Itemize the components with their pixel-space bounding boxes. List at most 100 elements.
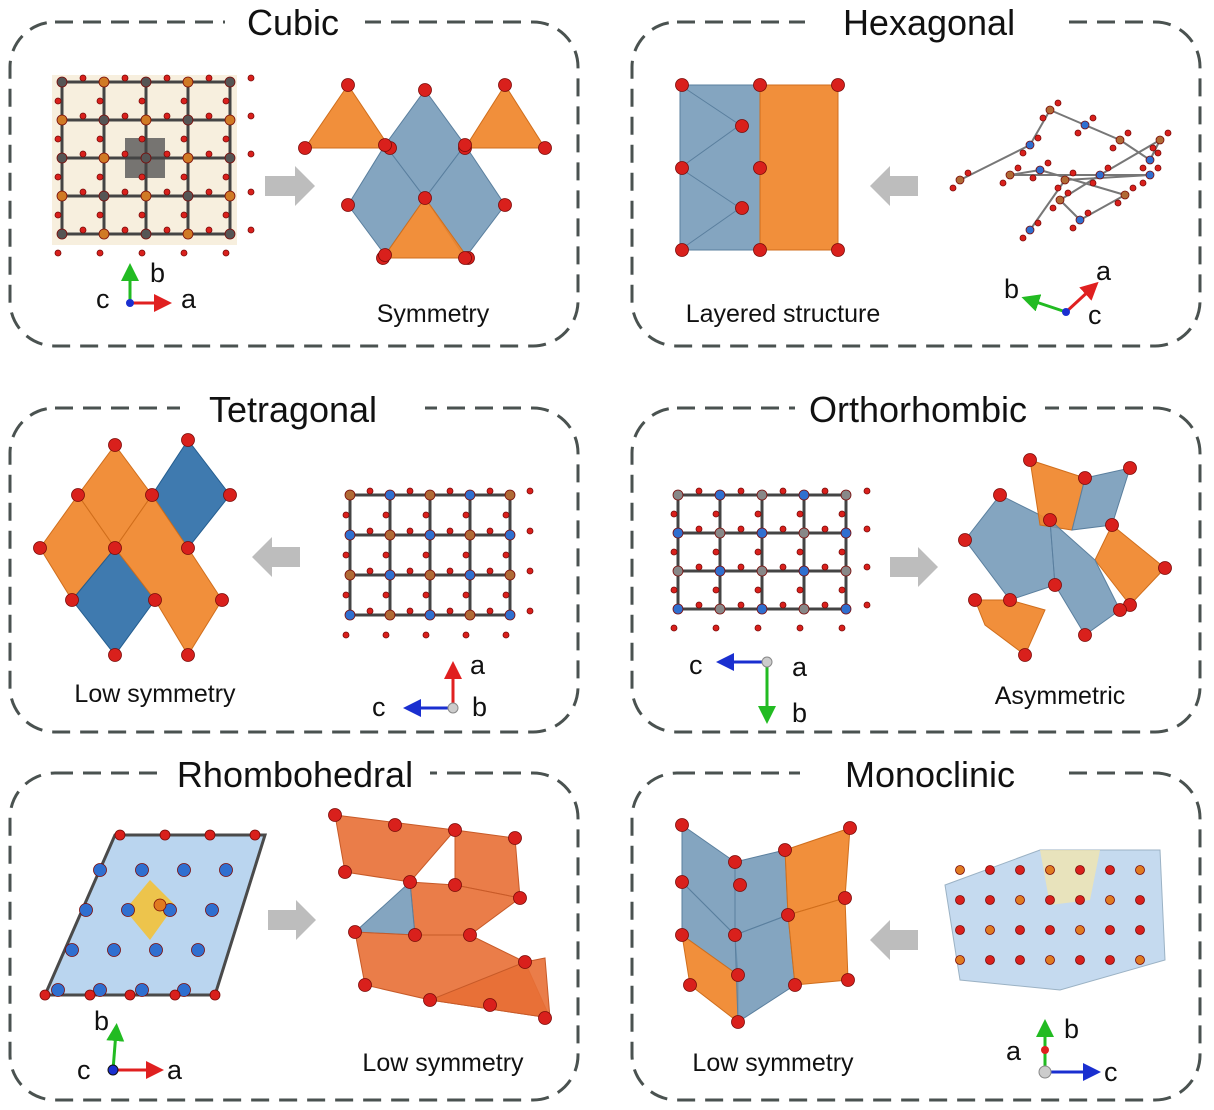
- atom: [728, 855, 742, 869]
- atom: [182, 114, 194, 126]
- atom: [138, 249, 146, 257]
- atom: [796, 586, 804, 594]
- atom: [96, 211, 104, 219]
- atom: [1154, 164, 1162, 172]
- atom: [863, 487, 871, 495]
- hexagonal-network-structure: [949, 99, 1172, 242]
- atom: [140, 152, 152, 164]
- atom: [163, 188, 171, 196]
- atom: [728, 928, 742, 942]
- atom: [180, 135, 188, 143]
- atom: [328, 808, 342, 822]
- atom: [108, 541, 122, 555]
- atom: [753, 243, 767, 257]
- atom: [1069, 169, 1077, 177]
- atom: [841, 973, 855, 987]
- atom: [446, 607, 454, 615]
- atom: [1075, 865, 1085, 875]
- atom: [406, 487, 414, 495]
- atom: [224, 76, 236, 88]
- atom: [342, 511, 350, 519]
- atom: [181, 433, 195, 447]
- atom: [1034, 134, 1042, 142]
- atom: [672, 527, 684, 539]
- atom: [446, 487, 454, 495]
- atom: [219, 863, 233, 877]
- hexagonal-layered-structure: [675, 78, 845, 257]
- atom: [79, 150, 87, 158]
- atom: [1105, 925, 1115, 935]
- axis-label-c: c: [1088, 300, 1102, 330]
- atom: [1145, 155, 1155, 165]
- atom: [840, 565, 852, 577]
- atom: [1045, 895, 1055, 905]
- atom: [71, 488, 85, 502]
- atom: [1080, 120, 1090, 130]
- atom: [163, 74, 171, 82]
- orthorhombic-lattice-structure: [670, 487, 871, 632]
- atom: [406, 607, 414, 615]
- panel-cubic: Cubic b a c Symmetry: [8, 2, 580, 348]
- atom: [1158, 561, 1172, 575]
- right-arrow-icon: [890, 547, 938, 587]
- atom: [1023, 453, 1037, 467]
- atom: [955, 925, 965, 935]
- axis-label-a: a: [1096, 256, 1112, 286]
- atom: [209, 989, 221, 1001]
- axis-triad: b a c: [77, 1006, 183, 1085]
- atom: [205, 150, 213, 158]
- atom: [114, 829, 126, 841]
- panel-caption: Low symmetry: [362, 1049, 524, 1077]
- atom: [1075, 215, 1085, 225]
- axis-label-a: a: [1006, 1036, 1022, 1066]
- atom: [138, 97, 146, 105]
- atom: [205, 226, 213, 234]
- axis-label-a: a: [470, 650, 486, 680]
- atom: [79, 112, 87, 120]
- atom: [408, 928, 422, 942]
- atom: [215, 593, 229, 607]
- bond: [1064, 174, 1151, 181]
- left-arrow-icon: [252, 537, 300, 577]
- panel-orthorhombic: Orthorhombic a b c Asymmetric: [630, 388, 1202, 734]
- atom: [714, 565, 726, 577]
- atom: [1089, 179, 1097, 187]
- atom: [462, 631, 470, 639]
- atom: [135, 863, 149, 877]
- atom: [753, 78, 767, 92]
- axis-label-b: b: [472, 692, 487, 722]
- atom: [348, 925, 362, 939]
- atom: [753, 161, 767, 175]
- bond: [1049, 109, 1086, 126]
- atom: [149, 943, 163, 957]
- atom: [177, 983, 191, 997]
- atom: [406, 527, 414, 535]
- atom: [1044, 159, 1052, 167]
- atom: [79, 226, 87, 234]
- atom: [737, 525, 745, 533]
- tetragonal-polyhedra-structure: [33, 433, 237, 662]
- atom: [863, 563, 871, 571]
- panel-title: Tetragonal: [209, 389, 377, 430]
- atom: [735, 201, 749, 215]
- atom: [1105, 955, 1115, 965]
- atom: [247, 226, 255, 234]
- atom: [1164, 129, 1172, 137]
- axis-triad: b a c: [96, 258, 197, 314]
- atom: [384, 569, 396, 581]
- atom: [779, 525, 787, 533]
- atom: [840, 489, 852, 501]
- atom: [1025, 225, 1035, 235]
- atom: [1049, 204, 1057, 212]
- atom: [843, 821, 857, 835]
- atom: [121, 74, 129, 82]
- atom: [224, 228, 236, 240]
- atom: [838, 548, 846, 556]
- atom: [181, 648, 195, 662]
- atom: [1135, 895, 1145, 905]
- atom: [1120, 190, 1130, 200]
- atom: [205, 903, 219, 917]
- atom: [84, 989, 96, 1001]
- atom: [423, 993, 437, 1007]
